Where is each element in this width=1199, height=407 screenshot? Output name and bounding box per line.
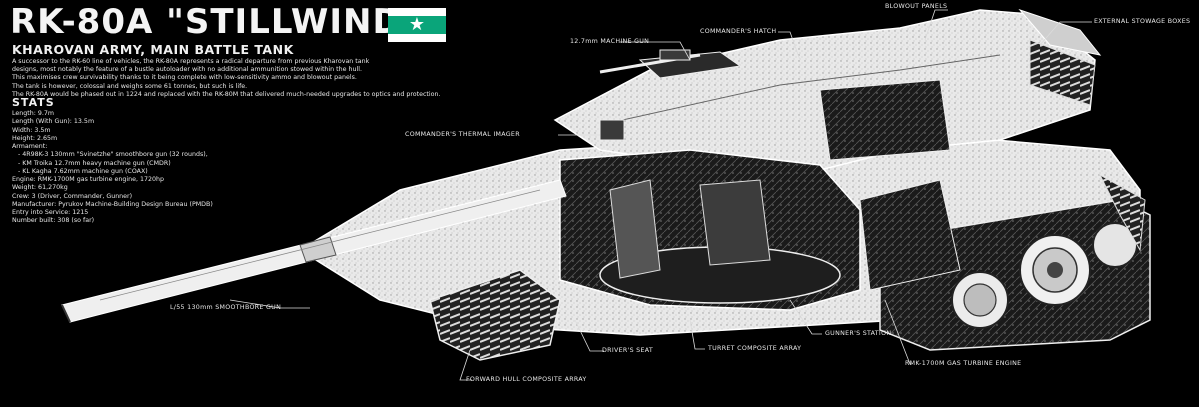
national-flag: ★	[388, 8, 446, 42]
star-icon: ★	[408, 14, 426, 35]
main-gun	[61, 179, 567, 323]
stat-line: Weight: 61,270kg	[12, 184, 68, 192]
stat-line: Entry into Service: 1215	[12, 209, 89, 216]
stat-line: Length: 9.7m	[12, 110, 54, 117]
stat-line: - KL Kagha 7.62mm machine gun (COAX)	[18, 167, 148, 175]
stat-line: Number built: 308 (so far)	[12, 217, 95, 225]
description-block: A successor to the RK-60 line of vehicle…	[12, 58, 482, 99]
stat-line: Length (With Gun): 13.5m	[12, 118, 95, 126]
stat-line: - 4R98K-3 130mm "Svinetzhe" smoothbore g…	[18, 151, 208, 159]
stats-list: Length: 9.7m Length (With Gun): 13.5m Wi…	[12, 110, 213, 226]
machine-gun	[599, 49, 701, 74]
description-line: This maximises crew survivability thanks…	[12, 74, 357, 82]
page-subtitle: KHAROVAN ARMY, MAIN BATTLE TANK	[12, 42, 294, 57]
flag-band	[388, 16, 446, 34]
description-line: The RK-80A would be phased out in 1224 a…	[12, 90, 441, 98]
stat-line: Width: 3.5m	[12, 126, 51, 134]
stat-line: Armament:	[12, 143, 48, 150]
callout-smoothbore-gun: L/55 130mm SMOOTHBORE GUN	[170, 304, 282, 311]
callout-machine-gun: 12.7mm MACHINE GUN	[570, 38, 650, 45]
stat-line: Height: 2.65m	[12, 134, 58, 142]
callout-external-stowage: EXTERNAL STOWAGE BOXES	[1094, 18, 1191, 25]
callout-gunners-station: GUNNER'S STATION	[825, 330, 892, 337]
description-line: designs, most notably the feature of a b…	[12, 66, 362, 74]
page-title: RK-80A "STILLWIND"	[10, 2, 421, 42]
callout-commanders-hatch: COMMANDER'S HATCH	[700, 28, 777, 35]
stats-heading: STATS	[12, 96, 55, 109]
forward-hull-array	[429, 269, 561, 361]
callout-thermal-imager: COMMANDER'S THERMAL IMAGER	[405, 131, 520, 138]
stat-line: - KM Troika 12.7mm heavy machine gun (CM…	[18, 159, 171, 167]
callout-leader-lines	[229, 9, 1092, 381]
cutaway-interior	[559, 79, 961, 311]
callout-blowout-panels: BLOWOUT PANELS	[885, 3, 948, 10]
stat-line: Manufacturer: Pyrukov Machine-Building D…	[12, 200, 213, 208]
description-line: A successor to the RK-60 line of vehicle…	[12, 58, 370, 65]
callout-turbine-engine: RMK-1700M GAS TURBINE ENGINE	[905, 360, 1022, 367]
stat-line: Engine: RMK-1700M gas turbine engine, 17…	[12, 176, 165, 183]
callout-drivers-seat: DRIVER'S SEAT	[602, 347, 654, 354]
callout-forward-hull-array: FORWARD HULL COMPOSITE ARRAY	[466, 376, 587, 383]
stat-line: Crew: 3 (Driver, Commander, Gunner)	[12, 192, 133, 200]
callout-turret-composite: TURRET COMPOSITE ARRAY	[708, 345, 802, 352]
description-line: The tank is however, colossal and weighs…	[12, 82, 248, 90]
